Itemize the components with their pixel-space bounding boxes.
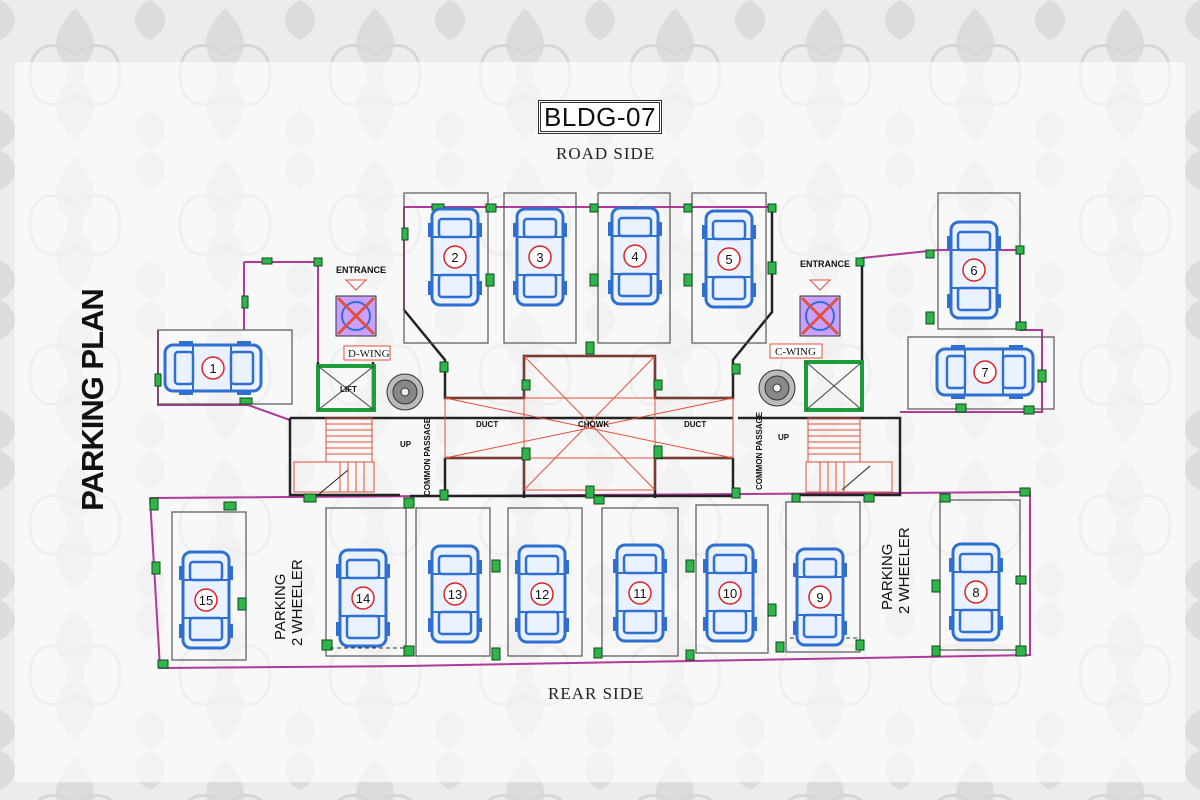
- car-slot-11: 11: [613, 543, 667, 643]
- car-slot-2: 2: [428, 207, 482, 307]
- slot-number-ring: [623, 244, 647, 268]
- car-slot-5: 5: [702, 209, 756, 309]
- parking-2w-left-line2: 2 WHEELER: [289, 559, 306, 646]
- slot-number-ring: [194, 588, 218, 612]
- parking-2w-right-line1: PARKING: [879, 544, 896, 610]
- rear-side-label: REAR SIDE: [548, 684, 645, 703]
- slot-outlines: [157, 192, 1055, 661]
- slot-number: 1: [209, 361, 216, 376]
- slot-number: 14: [356, 591, 370, 606]
- car-slot-14: 14: [336, 548, 390, 648]
- entrance-right-label: ENTRANCE: [800, 259, 850, 269]
- car-slot-8: 8: [949, 542, 1003, 642]
- slot-number: 8: [972, 585, 979, 600]
- common-passage-left-label: COMMON PASSAGE: [423, 417, 432, 496]
- slot-number: 4: [631, 249, 638, 264]
- slot-number-ring: [808, 585, 832, 609]
- up-right-label: UP: [778, 433, 790, 442]
- slot-number: 6: [970, 263, 977, 278]
- slot-number: 11: [633, 586, 647, 601]
- car-slot-7: 7: [935, 345, 1035, 399]
- entrance-left-label: ENTRANCE: [336, 265, 386, 275]
- ventilation-fan-right: [758, 369, 796, 407]
- car-slot-6: 6: [947, 220, 1001, 320]
- lift-label: LIFT: [340, 385, 357, 394]
- car-slot-9: 9: [793, 547, 847, 647]
- slot-number: 12: [535, 587, 549, 602]
- slot-number: 5: [725, 252, 732, 267]
- duct-right-label: DUCT: [684, 420, 706, 429]
- car-slot-1: 1: [163, 341, 263, 395]
- slot-number-ring: [962, 258, 986, 282]
- slot-number-ring: [628, 581, 652, 605]
- slot-number-ring: [443, 582, 467, 606]
- parking-2w-left-line1: PARKING: [272, 574, 289, 640]
- chowk-label: CHOWK: [578, 420, 609, 429]
- slot-number: 2: [451, 250, 458, 265]
- staircase-right: [805, 417, 893, 493]
- car-slot-4: 4: [608, 206, 662, 306]
- building-badge: BLDG-07: [538, 100, 662, 134]
- car-slot-13: 13: [428, 544, 482, 644]
- car-slot-12: 12: [515, 544, 569, 644]
- ventilation-fan-left: [386, 373, 424, 411]
- up-left-label: UP: [400, 440, 412, 449]
- slot-number-ring: [718, 581, 742, 605]
- slot-number: 13: [448, 587, 462, 602]
- d-wing-emblem: [335, 279, 377, 337]
- slot-number: 3: [536, 250, 543, 265]
- duct-left-label: DUCT: [476, 420, 498, 429]
- plan-title: PARKING PLAN: [75, 289, 110, 511]
- slot-number: 15: [199, 593, 213, 608]
- slot-number: 10: [723, 586, 737, 601]
- lift-right: [804, 360, 864, 412]
- common-passage-right-label: COMMON PASSAGE: [755, 411, 764, 490]
- d-wing-label: D-WING: [348, 348, 390, 360]
- slot-number: 7: [981, 365, 988, 380]
- slot-number-ring: [201, 356, 225, 380]
- slot-number: 9: [816, 590, 823, 605]
- slot-number-ring: [443, 245, 467, 269]
- chowk-duct-area: [444, 355, 734, 491]
- slot-number-ring: [717, 247, 741, 271]
- slot-number-ring: [973, 360, 997, 384]
- c-wing-emblem: [799, 279, 841, 337]
- slot-number-ring: [530, 582, 554, 606]
- car-slot-10: 10: [703, 543, 757, 643]
- c-wing-label: C-WING: [775, 346, 816, 358]
- road-side-label: ROAD SIDE: [556, 144, 656, 163]
- car-slot-15: 15: [179, 550, 233, 650]
- slot-number-ring: [528, 245, 552, 269]
- staircase-left: [293, 417, 375, 496]
- lift-left: [316, 364, 376, 412]
- slot-number-ring: [351, 586, 375, 610]
- dashed-slot-lines: [330, 637, 858, 649]
- car-slot-3: 3: [513, 207, 567, 307]
- columns: [149, 203, 1047, 669]
- parking-2w-right-line2: 2 WHEELER: [896, 527, 913, 614]
- slot-number-ring: [964, 580, 988, 604]
